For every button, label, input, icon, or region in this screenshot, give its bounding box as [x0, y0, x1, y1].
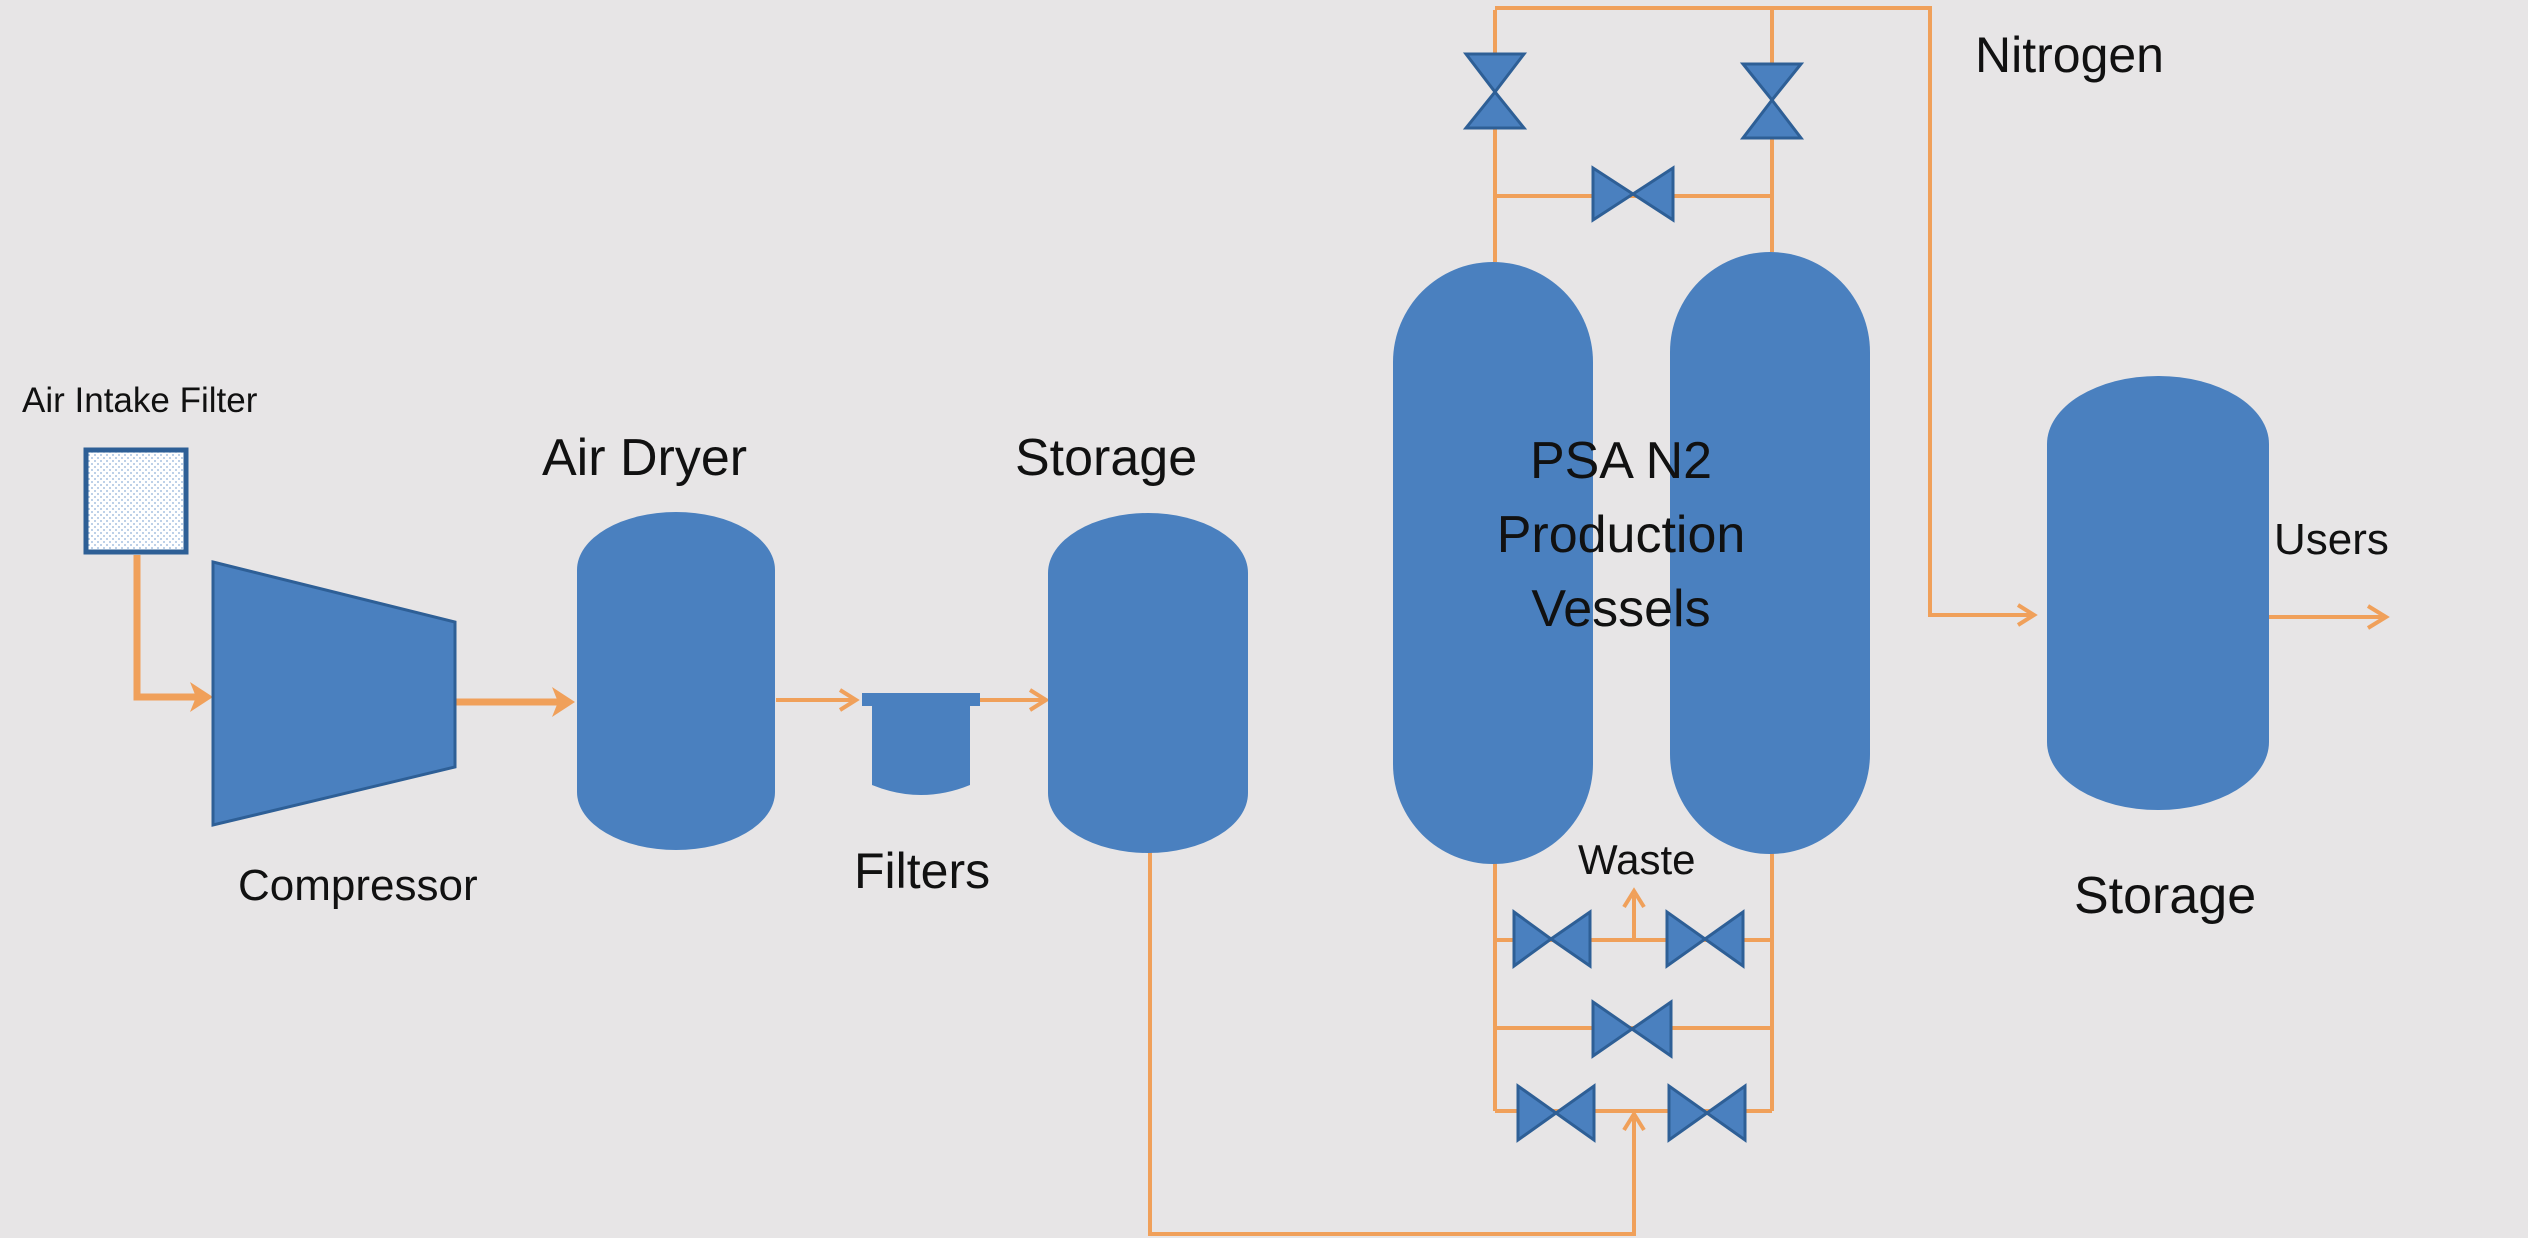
label-air-intake-filter: Air Intake Filter — [22, 381, 258, 420]
inlet-valve-right[interactable] — [1667, 1083, 1747, 1143]
label-psa-line-2: Production — [1497, 506, 1746, 564]
label-air-dryer: Air Dryer — [542, 429, 747, 487]
storage-vessel-1 — [1048, 513, 1248, 853]
inlet-valve-left[interactable] — [1516, 1083, 1596, 1143]
arrow-into-storage-2 — [2016, 603, 2038, 627]
label-compressor: Compressor — [238, 861, 478, 910]
arrow-to-users — [2366, 604, 2390, 630]
storage-vessel-2 — [2047, 376, 2269, 810]
arrow-into-filters — [838, 688, 860, 712]
psa-vessel-left — [1393, 262, 1593, 864]
arrow-into-dryer — [552, 687, 575, 717]
pipe-nitrogen-product — [1495, 6, 2030, 617]
arrow-into-storage — [1028, 688, 1050, 712]
waste-valve-right[interactable] — [1665, 909, 1745, 969]
label-users: Users — [2274, 515, 2389, 564]
filters-icon — [862, 693, 980, 795]
arrow-into-compressor — [190, 682, 213, 712]
top-crossover-valve[interactable] — [1591, 165, 1675, 223]
air-intake-filter-icon — [83, 447, 189, 555]
middle-crossover-valve[interactable] — [1591, 999, 1673, 1059]
arrow-into-bottom-manifold — [1622, 1110, 1646, 1132]
label-filters: Filters — [854, 843, 990, 899]
air-dryer-vessel — [577, 512, 775, 850]
arrow-waste — [1622, 887, 1646, 909]
label-psa-line-1: PSA N2 — [1530, 432, 1712, 490]
label-waste: Waste — [1578, 836, 1695, 883]
pipe-intake-to-compressor — [133, 555, 200, 701]
compressor-icon — [211, 560, 457, 827]
label-storage-2: Storage — [2074, 867, 2256, 925]
pipe-storage-to-psa-inlet — [1148, 850, 1636, 1236]
waste-valve-left[interactable] — [1512, 909, 1592, 969]
label-storage-1: Storage — [1015, 429, 1197, 487]
top-valve-right[interactable] — [1739, 62, 1805, 140]
label-nitrogen: Nitrogen — [1975, 27, 2164, 83]
label-psa-line-3: Vessels — [1531, 580, 1710, 638]
top-valve-left[interactable] — [1462, 52, 1528, 130]
valves — [1462, 52, 1805, 1143]
psa-vessel-right — [1670, 252, 1870, 854]
